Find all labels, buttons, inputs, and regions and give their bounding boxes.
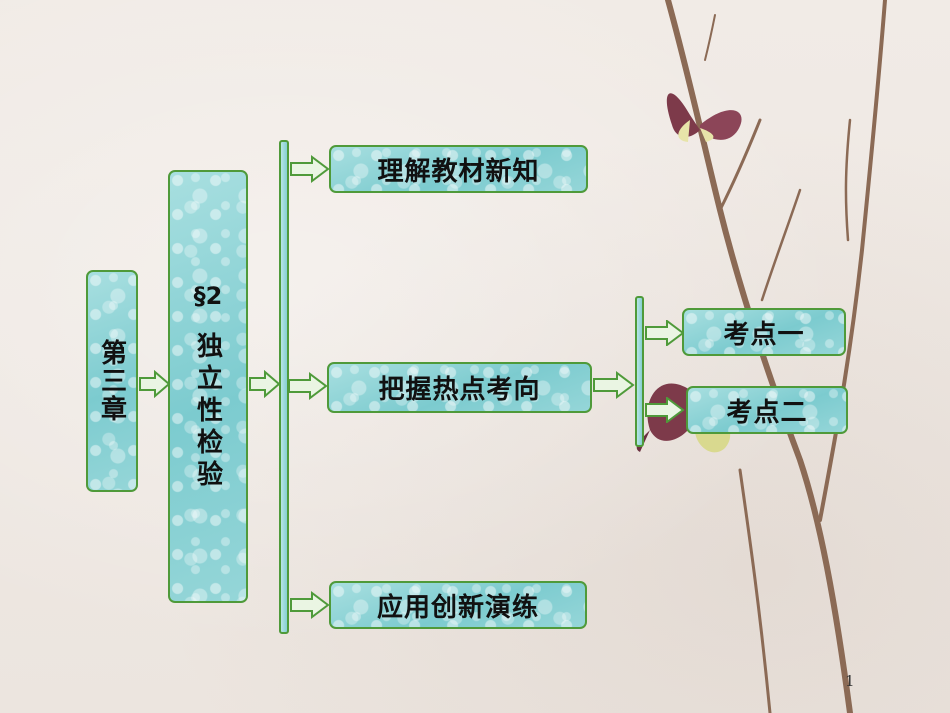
sub-bracket [635, 296, 644, 447]
node-label: 考点二 [726, 397, 808, 428]
node-understand-textbook[interactable]: 理解教材新知 [329, 145, 588, 193]
section-number: §2 [193, 281, 223, 310]
section-box[interactable]: §2 独立性检验 [168, 170, 248, 603]
arrow-right-icon [288, 372, 328, 400]
arrow-right-icon [593, 371, 635, 399]
chapter-label: 第三章 [96, 339, 127, 423]
chapter-box[interactable]: 第三章 [86, 270, 138, 492]
arrow-right-icon [249, 370, 281, 398]
node-label: 应用创新演练 [376, 592, 539, 623]
node-label: 理解教材新知 [377, 156, 540, 187]
node-application-practice[interactable]: 应用创新演练 [329, 581, 587, 629]
butterfly-icon [666, 93, 742, 142]
arrow-right-icon [290, 591, 330, 619]
arrow-right-icon [290, 155, 330, 183]
page-number: 1 [845, 672, 855, 690]
node-label: 考点一 [723, 319, 805, 350]
node-point-two[interactable]: 考点二 [686, 386, 848, 434]
arrow-right-icon [139, 370, 171, 398]
arrow-right-icon [645, 397, 685, 423]
node-label: 把握热点考向 [378, 375, 541, 405]
section-title: 独立性检验 [192, 331, 223, 492]
node-point-one[interactable]: 考点一 [682, 308, 846, 356]
node-hot-topics[interactable]: 把握热点考向 [327, 362, 592, 413]
arrow-right-icon [645, 320, 685, 346]
